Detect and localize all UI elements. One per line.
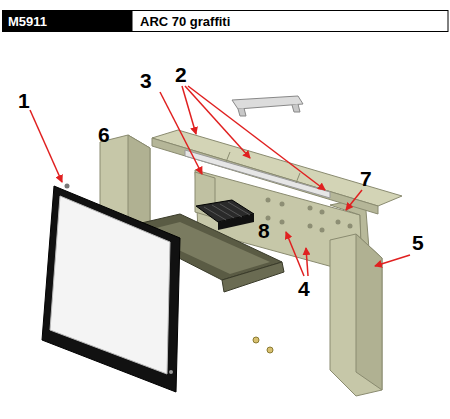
callout-number: 1 <box>18 90 30 111</box>
callout-number: 7 <box>360 168 372 189</box>
model-title: ARC 70 graffiti <box>140 15 230 28</box>
vent-hole <box>308 206 313 211</box>
vent-hole <box>336 220 341 225</box>
vent-hole <box>320 210 325 215</box>
vent-hole <box>308 224 313 229</box>
callout-number: 8 <box>258 220 270 241</box>
callout-number: 3 <box>140 70 152 91</box>
vent-hole <box>320 228 325 233</box>
vent-hole <box>348 224 353 229</box>
part-code: M5911 <box>8 15 47 28</box>
callout-number: 4 <box>298 278 310 299</box>
vent-hole <box>280 220 285 225</box>
callout-number: 6 <box>98 124 110 145</box>
vent-hole <box>280 202 285 207</box>
vent-hole <box>266 198 271 203</box>
callout-number: 5 <box>412 232 424 253</box>
callout-number: 2 <box>175 64 187 85</box>
